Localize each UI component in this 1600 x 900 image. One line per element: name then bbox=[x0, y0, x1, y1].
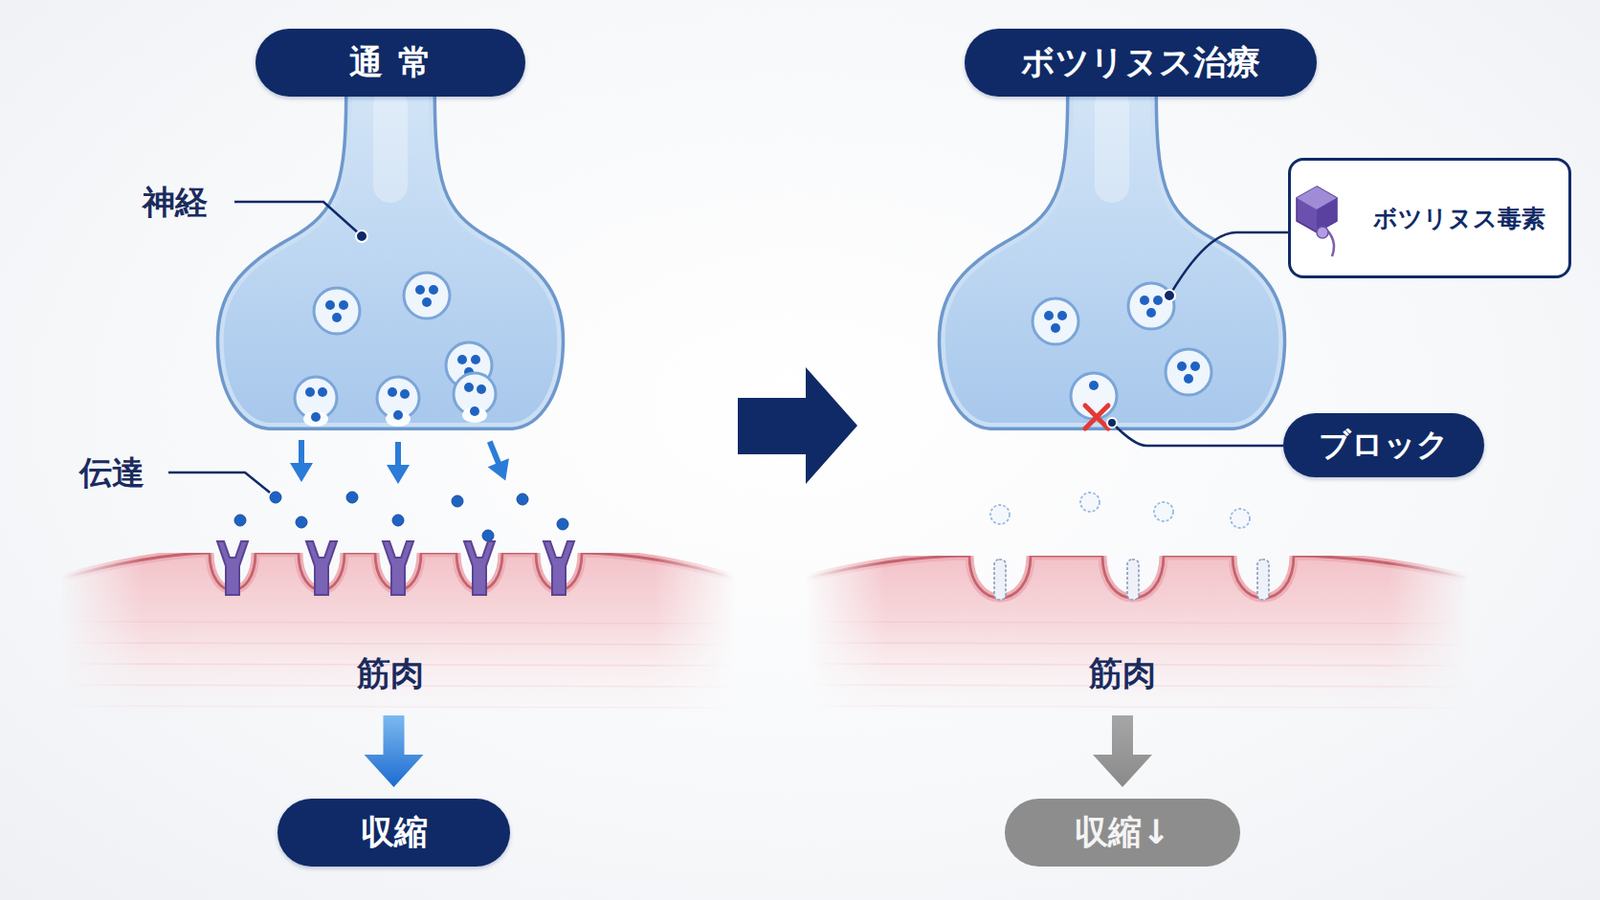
vesicle bbox=[1032, 298, 1079, 345]
neurotransmitter bbox=[234, 491, 569, 542]
nerve-body bbox=[945, 86, 1280, 423]
node-text: 通常 bbox=[333, 40, 446, 86]
releasing-vesicle bbox=[453, 373, 496, 423]
muscle-fiber bbox=[805, 622, 1469, 624]
axon-highlight bbox=[1094, 88, 1130, 203]
vesicle bbox=[1128, 283, 1175, 330]
header-pill: 通常 bbox=[255, 28, 526, 97]
muscle-membrane bbox=[61, 553, 735, 591]
flow-arrow bbox=[1092, 715, 1153, 788]
result-pill: 収縮↓ bbox=[1004, 799, 1241, 867]
muscle-membrane bbox=[61, 553, 735, 591]
transition-arrow bbox=[737, 367, 858, 485]
part-label: 神経 bbox=[142, 185, 208, 219]
node-text: ブロック bbox=[1318, 423, 1449, 467]
nerve-body bbox=[223, 86, 558, 423]
tissue-label: 筋肉 bbox=[356, 657, 424, 691]
callout-pill: ブロック bbox=[1283, 413, 1485, 478]
release-arrow bbox=[289, 440, 313, 483]
leader-dot bbox=[355, 230, 1176, 428]
muscle-membrane bbox=[805, 555, 1469, 599]
nerve-membrane bbox=[223, 86, 558, 423]
axon-highlight bbox=[373, 88, 408, 203]
node-text: ボツリヌス毒素 bbox=[1373, 202, 1546, 235]
nerve-membrane bbox=[945, 86, 1280, 423]
muscle-fiber bbox=[805, 643, 1469, 645]
tissue-label: 筋肉 bbox=[1088, 657, 1156, 691]
nerve-terminal bbox=[223, 86, 558, 427]
header-pill: ボツリヌス治療 bbox=[964, 28, 1317, 97]
node-text: ボツリヌス治療 bbox=[1021, 40, 1261, 86]
muscle-tissue bbox=[805, 555, 1469, 716]
result-pill: 収縮 bbox=[277, 799, 511, 867]
node-text: 収縮↓ bbox=[1074, 810, 1170, 856]
release-arrow bbox=[479, 437, 517, 486]
faded-neurotransmitter bbox=[990, 492, 1250, 529]
block-mark bbox=[1085, 405, 1109, 429]
muscle-fill bbox=[805, 555, 1469, 716]
part-label: 伝達 bbox=[79, 456, 145, 489]
leader-line bbox=[168, 201, 1289, 493]
flow-arrow bbox=[364, 715, 424, 788]
nerve-membrane bbox=[945, 86, 1280, 423]
vesicle bbox=[313, 288, 360, 334]
node-text: 収縮 bbox=[360, 810, 428, 856]
muscle-fiber bbox=[805, 706, 1469, 709]
releasing-vesicle bbox=[294, 377, 337, 427]
release-arrow bbox=[386, 442, 410, 485]
muscle-tissue bbox=[61, 553, 735, 716]
vesicle bbox=[1165, 349, 1212, 396]
nerve-terminal bbox=[945, 86, 1280, 429]
nerve-membrane bbox=[223, 86, 558, 423]
muscle-fiber bbox=[61, 706, 735, 709]
muscle-fiber bbox=[61, 622, 735, 624]
vesicle bbox=[403, 272, 450, 319]
muscle-membrane bbox=[805, 555, 1469, 599]
releasing-vesicle bbox=[377, 377, 420, 427]
muscle-fill bbox=[61, 553, 735, 716]
muscle-fiber bbox=[61, 643, 735, 645]
